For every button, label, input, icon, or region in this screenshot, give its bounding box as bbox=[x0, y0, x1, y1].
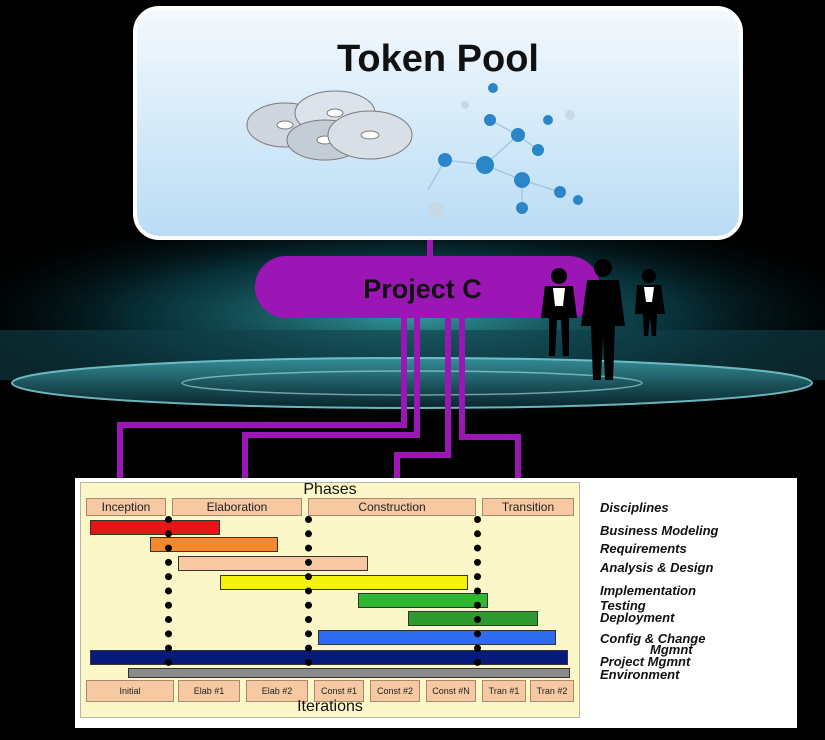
iteration-tran-1: Tran #1 bbox=[482, 680, 526, 702]
iteration-const-2: Const #2 bbox=[370, 680, 420, 702]
discipline-environment: Environment bbox=[600, 667, 680, 682]
token-pool-title: Token Pool bbox=[337, 38, 539, 80]
bar-implementation bbox=[220, 575, 468, 590]
connector-lines bbox=[117, 240, 521, 478]
phase-construction: Construction bbox=[308, 498, 476, 516]
bar-project-mgmnt bbox=[90, 650, 568, 665]
iteration-const-n: Const #N bbox=[426, 680, 476, 702]
divider-3 bbox=[474, 516, 481, 666]
phase-elaboration: Elaboration bbox=[172, 498, 302, 516]
iteration-initial: Initial bbox=[86, 680, 174, 702]
iteration-elab-1: Elab #1 bbox=[178, 680, 240, 702]
project-label: Project C bbox=[363, 274, 482, 304]
discipline-deployment: Deployment bbox=[600, 610, 675, 625]
bar-requirements bbox=[150, 537, 278, 552]
bar-testing bbox=[358, 593, 488, 608]
discipline-implementation: Implementation bbox=[600, 583, 697, 598]
disciplines-header: Disciplines bbox=[600, 500, 669, 515]
divider-1 bbox=[165, 516, 172, 666]
token-pool-panel: Token Pool bbox=[133, 6, 743, 240]
discipline-analysis-design: Analysis & Design bbox=[600, 560, 714, 575]
iteration-const-1: Const #1 bbox=[314, 680, 364, 702]
bar-environment bbox=[128, 668, 570, 678]
iteration-elab-2: Elab #2 bbox=[246, 680, 308, 702]
phase-transition: Transition bbox=[482, 498, 574, 516]
bar-deployment bbox=[408, 611, 538, 626]
iterations-title: Iterations bbox=[297, 698, 363, 715]
phases-title: Phases bbox=[303, 481, 357, 498]
discipline-testing: Testing bbox=[600, 598, 646, 613]
discipline-config-mgmnt: Mgmnt bbox=[650, 642, 693, 657]
bar-business-modeling bbox=[90, 520, 220, 535]
network-illustration bbox=[427, 83, 583, 218]
bar-config-change bbox=[318, 630, 556, 645]
iteration-tran-2: Tran #2 bbox=[530, 680, 574, 702]
discipline-business-modeling: Business Modeling bbox=[600, 523, 719, 538]
discipline-config-change: Config & Change bbox=[600, 631, 706, 646]
bar-analysis-design bbox=[178, 556, 368, 571]
phase-inception: Inception bbox=[86, 498, 166, 516]
discipline-project-mgmnt: Project Mgmnt bbox=[600, 654, 691, 669]
divider-2 bbox=[305, 516, 312, 666]
discipline-requirements: Requirements bbox=[600, 541, 687, 556]
project-pill: Project C bbox=[255, 256, 600, 318]
people-silhouettes bbox=[541, 259, 665, 380]
discs-illustration bbox=[246, 90, 413, 161]
